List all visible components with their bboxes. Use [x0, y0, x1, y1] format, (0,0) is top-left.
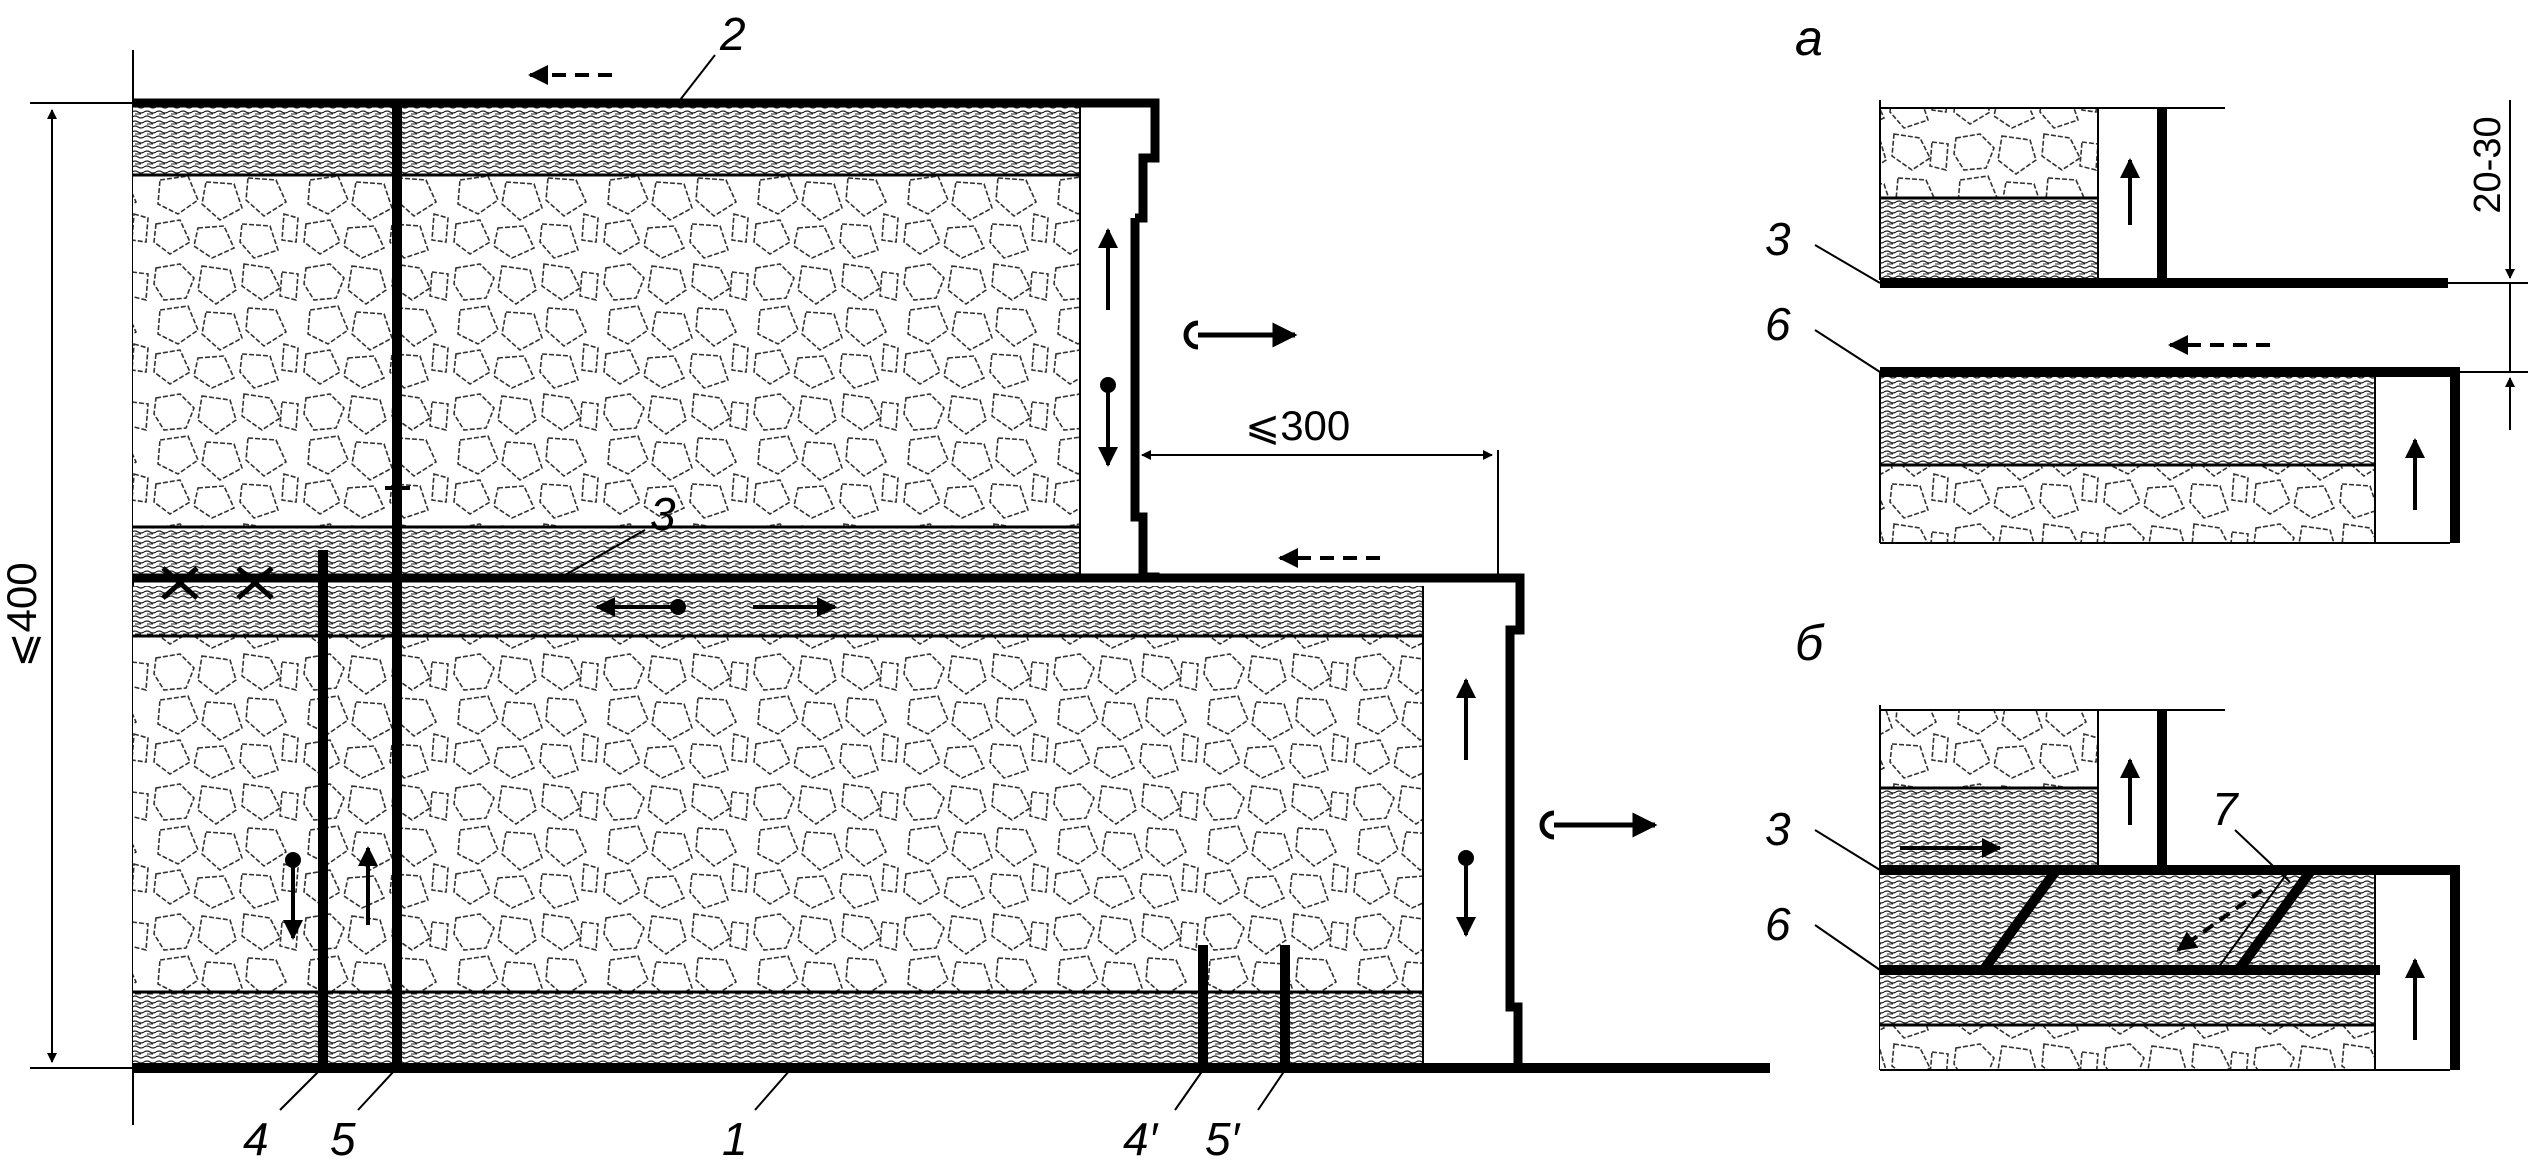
- gap-dimension-label: 20-30: [2467, 116, 2509, 213]
- label-4-prime: 4′: [1123, 1113, 1159, 1165]
- label-5-prime: 5′: [1205, 1113, 1241, 1165]
- height-dimension-label: ⩽400: [0, 562, 45, 667]
- inset-b-label-3: 3: [1765, 803, 1791, 855]
- inset-b-label-6: 6: [1765, 898, 1791, 950]
- inset-a-label-3: 3: [1765, 213, 1791, 265]
- inset-a-title: а: [1795, 10, 1823, 66]
- roadway-3: [133, 573, 1525, 1064]
- inset-a-label-6: 6: [1765, 298, 1791, 350]
- face-airflow-arrows: [283, 228, 1476, 940]
- fresh-air-arrows: [528, 65, 1380, 568]
- label-2: 2: [719, 8, 746, 60]
- lower-strip-top: [133, 586, 1423, 636]
- upper-goaf: [133, 175, 1080, 527]
- main-diagram: ⩽400 ⩽300 2 3 4 5 1 4′ 5′: [0, 8, 1770, 1165]
- inset-b: б 3 6 7: [1765, 615, 2460, 1071]
- lower-goaf: [133, 636, 1423, 992]
- label-4: 4: [243, 1113, 269, 1165]
- label-1: 1: [722, 1113, 748, 1165]
- label-5: 5: [330, 1113, 356, 1165]
- exhaust-arrows: [1183, 320, 1658, 840]
- inset-b-title: б: [1795, 615, 1825, 671]
- inset-b-label-7: 7: [2212, 783, 2239, 835]
- spacing-dimension-label: ⩽300: [1245, 402, 1350, 449]
- upper-face: [1130, 218, 1160, 582]
- inset-a: а 20-30 3 6: [1765, 10, 2528, 544]
- spacing-dimension: [1141, 450, 1499, 580]
- upper-strip-top: [133, 103, 1080, 175]
- label-leaders: [279, 54, 1286, 1111]
- roadway-2: [133, 98, 1160, 223]
- height-dimension: [30, 102, 140, 1069]
- label-3: 3: [650, 488, 676, 540]
- stopping-marks: [161, 566, 274, 600]
